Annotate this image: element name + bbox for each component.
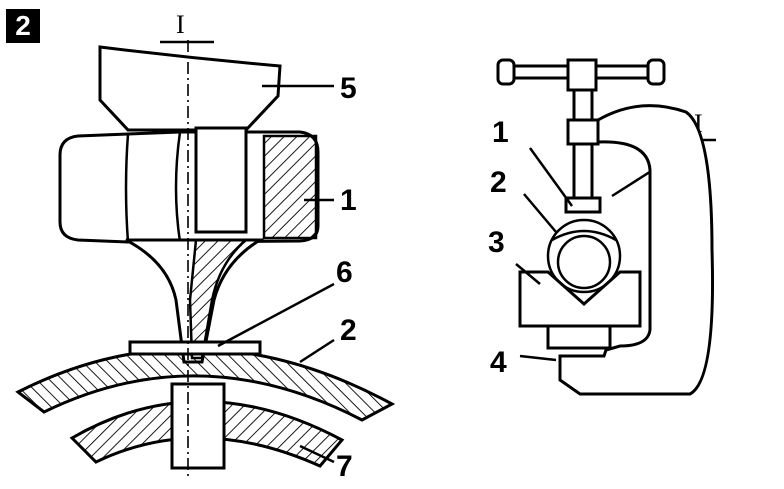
round-workpiece-inner — [556, 234, 612, 290]
screw-collar — [566, 118, 600, 146]
left-section-mark: I — [176, 10, 185, 39]
right-label-3: 3 — [488, 226, 505, 259]
leader-7 — [299, 444, 335, 464]
screw-tip — [564, 196, 602, 214]
t-handle-hub — [566, 58, 598, 92]
part-3-v-block — [518, 270, 642, 328]
left-label-2: 2 — [340, 314, 357, 347]
right-label-2: 2 — [490, 166, 507, 199]
left-label-1: 1 — [340, 184, 357, 217]
part-4-base — [546, 324, 612, 350]
right-section-mark: I — [694, 109, 703, 138]
figure-number-badge: 2 — [6, 9, 40, 43]
part-5-upper-body — [98, 45, 282, 132]
t-handle-end-right — [646, 58, 666, 86]
left-label-6: 6 — [336, 256, 353, 289]
round-workpiece-outer — [546, 218, 622, 294]
leader-2-right — [523, 193, 557, 233]
round-workpiece-arc — [551, 229, 617, 242]
leader-4 — [519, 354, 557, 362]
part-6-recess — [128, 340, 262, 356]
part-1-nut — [58, 130, 320, 244]
right-view: I — [488, 58, 716, 396]
bore-hole — [170, 382, 226, 470]
c-frame — [558, 104, 715, 396]
left-view: I — [15, 10, 396, 483]
left-label-5: 5 — [340, 72, 357, 105]
left-label-7: 7 — [336, 450, 353, 483]
nut-facet-edge-2 — [174, 131, 182, 243]
leader-3 — [515, 263, 541, 285]
clamp-screw — [572, 88, 594, 204]
right-label-4: 4 — [490, 346, 507, 379]
t-handle-end-left — [496, 58, 516, 86]
right-label-1: 1 — [492, 116, 509, 149]
leader-6 — [217, 282, 335, 348]
screw-shank — [194, 126, 248, 234]
nut-facet-edge-1 — [124, 133, 130, 243]
nut-section-hatch — [262, 134, 318, 240]
leader-2-left — [299, 338, 335, 364]
leader-1-right — [528, 147, 574, 207]
